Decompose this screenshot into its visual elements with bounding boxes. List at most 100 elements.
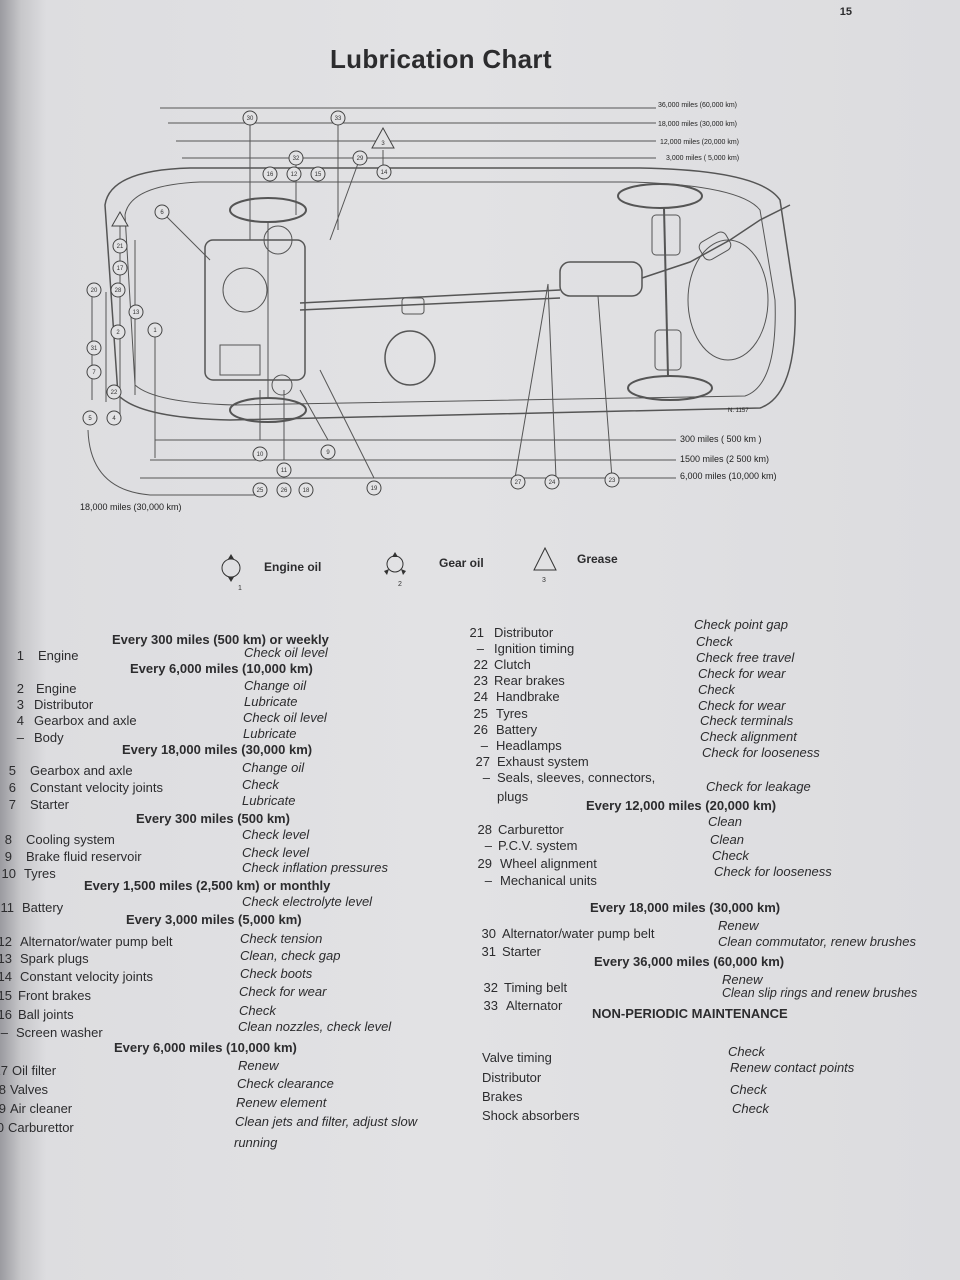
- marker-15: 15: [315, 172, 322, 178]
- item-name: Distributor: [494, 625, 554, 640]
- item-number: 24: [473, 689, 488, 704]
- marker-10: 10: [257, 452, 264, 458]
- item-name-continued: plugs: [497, 789, 529, 804]
- item-action: Check: [730, 1082, 767, 1097]
- item-number: –: [480, 738, 488, 753]
- item-number: 29: [477, 856, 492, 871]
- item-number: 8: [4, 832, 12, 847]
- item-name: Brake fluid reservoir: [26, 849, 142, 864]
- item-number: –: [482, 770, 490, 785]
- interval-heading: Every 6,000 miles (10,000 km): [114, 1040, 297, 1055]
- item-number: 26: [473, 722, 488, 737]
- item-number: 15: [0, 988, 12, 1003]
- item-number: 4: [16, 713, 24, 728]
- marker-4: 4: [112, 416, 116, 422]
- item-action: Check tension: [240, 931, 323, 946]
- item-action: Check boots: [240, 966, 313, 981]
- marker-27: 27: [515, 480, 522, 486]
- item-name: Handbrake: [496, 689, 560, 704]
- item-name: Front brakes: [18, 988, 91, 1003]
- item-number: 25: [473, 706, 488, 721]
- lubrication-diagram: 36,000 miles (60,000 km) 18,000 miles (3…: [80, 102, 796, 512]
- item-name: Battery: [496, 722, 538, 737]
- item-number: –: [484, 838, 492, 853]
- item-number: 1: [16, 648, 24, 663]
- item-action: Check oil level: [243, 710, 327, 725]
- item-action: Clean slip rings and renew brushes: [722, 986, 918, 1000]
- item-name: Alternator/water pump belt: [502, 926, 655, 941]
- item-number: 30: [481, 926, 496, 941]
- item-name: P.C.V. system: [498, 838, 578, 853]
- item-action: Check for looseness: [702, 745, 820, 760]
- item-action: Check electrolyte level: [242, 894, 373, 909]
- item-name: Valves: [10, 1082, 49, 1097]
- marker-32: 32: [293, 156, 300, 162]
- item-number: 23: [473, 673, 488, 688]
- item-number: 21: [469, 625, 484, 640]
- item-name: Headlamps: [496, 738, 562, 753]
- item-name: Engine: [38, 648, 79, 663]
- interval-heading: Every 12,000 miles (20,000 km): [586, 798, 777, 813]
- item-action: Check free travel: [696, 650, 795, 665]
- item-number: 13: [0, 951, 12, 966]
- item-name: Shock absorbers: [482, 1108, 580, 1123]
- item-action: Change oil: [242, 760, 305, 775]
- grease-triangle: 3: [533, 546, 557, 584]
- item-number: 12: [0, 934, 12, 949]
- marker-13: 13: [133, 310, 140, 316]
- item-number: 17: [0, 1063, 8, 1078]
- interval-6000: 6,000 miles (10,000 km): [680, 471, 777, 481]
- item-number: 14: [0, 969, 12, 984]
- item-name: Distributor: [482, 1070, 542, 1085]
- marker-21: 21: [117, 244, 124, 250]
- interval-300: 300 miles ( 500 km ): [680, 434, 762, 444]
- item-action: Renew contact points: [730, 1060, 855, 1075]
- item-number: 3: [16, 697, 24, 712]
- item-action: Check for wear: [239, 984, 327, 999]
- marker-17: 17: [117, 266, 124, 272]
- marker-5: 5: [88, 416, 92, 422]
- item-action: Check for wear: [698, 698, 786, 713]
- marker-14: 14: [381, 170, 388, 176]
- item-name: Oil filter: [12, 1063, 57, 1078]
- item-action: Check: [728, 1044, 765, 1059]
- item-action: Clean nozzles, check level: [238, 1019, 392, 1034]
- item-action: Check for wear: [698, 666, 786, 681]
- marker-28: 28: [115, 288, 122, 294]
- item-number: 31: [481, 944, 496, 959]
- gear-oil-symbol: 2: [384, 552, 406, 588]
- legend-gear-oil: Gear oil: [439, 556, 484, 570]
- marker-29: 29: [357, 156, 364, 162]
- marker-24: 24: [549, 480, 556, 486]
- item-number: 19: [0, 1101, 6, 1116]
- item-name: Screen washer: [16, 1025, 103, 1040]
- item-action: Check: [242, 777, 279, 792]
- item-number: 10: [1, 866, 16, 881]
- item-action: Lubricate: [242, 793, 296, 808]
- item-name: Brakes: [482, 1089, 523, 1104]
- page-number: 15: [839, 6, 852, 18]
- marker-23: 23: [609, 478, 616, 484]
- interval-12000: 12,000 miles (20,000 km): [660, 139, 739, 146]
- item-name: Body: [34, 730, 64, 745]
- item-name: Battery: [22, 900, 64, 915]
- item-number: 16: [0, 1007, 12, 1022]
- item-action: Clean commutator, renew brushes: [718, 934, 916, 949]
- item-number: 6: [8, 780, 16, 795]
- item-action: Check inflation pressures: [242, 860, 388, 875]
- item-name: Cooling system: [26, 832, 115, 847]
- item-number: –: [16, 730, 24, 745]
- item-number: 18: [0, 1082, 6, 1097]
- item-name: Constant velocity joints: [20, 969, 153, 984]
- item-number: 5: [8, 763, 16, 778]
- adjacent-page-edge: [0, 0, 22, 1280]
- item-name: Constant velocity joints: [30, 780, 163, 795]
- interval-18000-left: 18,000 miles (30,000 km): [80, 502, 182, 512]
- item-name: Mechanical units: [500, 873, 597, 888]
- marker-2: 2: [116, 330, 120, 336]
- marker-12: 12: [291, 172, 298, 178]
- item-number: 11: [0, 900, 15, 915]
- item-name: Alternator/water pump belt: [20, 934, 173, 949]
- item-number: 33: [483, 998, 498, 1013]
- item-action: Check point gap: [694, 617, 788, 632]
